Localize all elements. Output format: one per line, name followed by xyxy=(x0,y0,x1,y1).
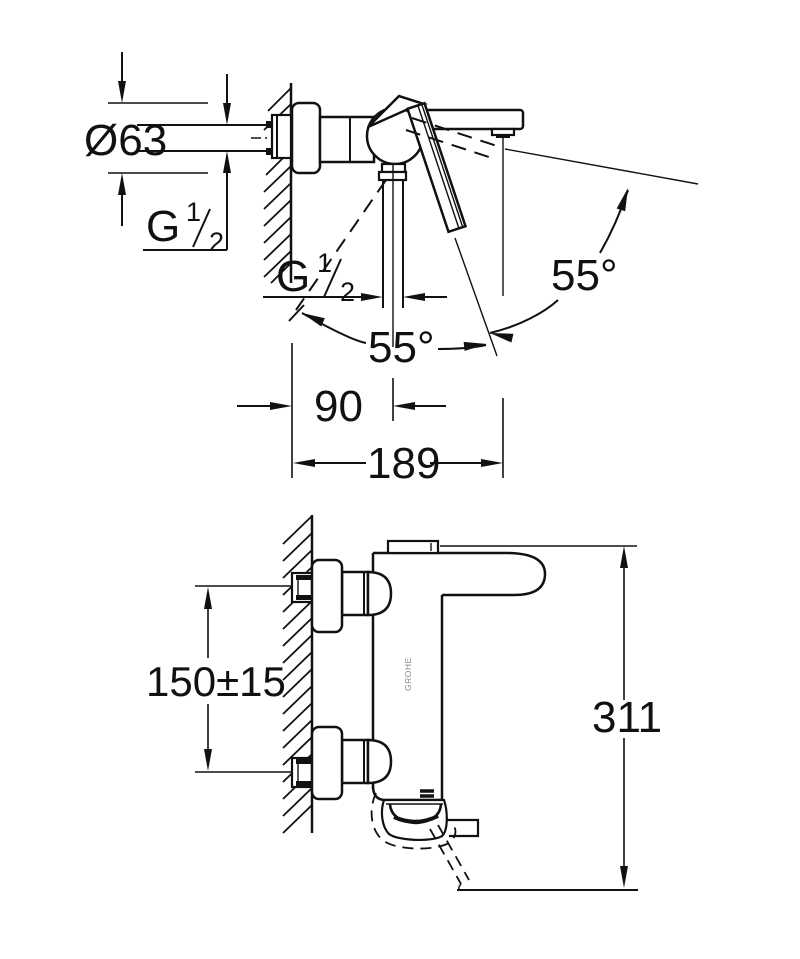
dim-angle-spout: 55° xyxy=(489,188,629,343)
wall-thread-letter: G xyxy=(146,202,180,251)
dim-inlet-centers: 150±15 xyxy=(146,587,286,771)
front-view: 311 150±15 GROHE xyxy=(146,515,662,891)
outlet-thread-letter: G xyxy=(276,252,310,301)
angle-hose-label: 55° xyxy=(368,323,435,372)
dim-escutcheon-diameter: Ø63 xyxy=(84,52,208,226)
outlet-thread-denominator: 2 xyxy=(340,277,355,307)
spout-swivel-position xyxy=(405,117,699,185)
dim-angle-hose: 55° xyxy=(288,304,487,372)
angle-spout-label: 55° xyxy=(551,251,618,300)
wall-nut-side xyxy=(266,113,293,160)
wall-hatching-front xyxy=(282,515,313,834)
mixer-front-profile xyxy=(290,539,547,891)
stream-dashed xyxy=(429,828,462,885)
dim-wall-thread: G 1 2 xyxy=(143,74,231,257)
hose-direction-dashed xyxy=(295,179,387,311)
outlet-tab xyxy=(446,818,480,838)
upper-s-union xyxy=(290,558,393,634)
lever-axis-line xyxy=(454,237,498,357)
brand-mark: GROHE xyxy=(403,657,413,691)
dim-outlet-depth: 90 xyxy=(237,343,446,478)
wall-thread-denominator: 2 xyxy=(209,227,224,257)
dim-total-height: 311 xyxy=(592,546,662,888)
lever-handle-front xyxy=(386,539,440,555)
total-depth-label: 189 xyxy=(367,439,440,488)
total-height-label: 311 xyxy=(592,693,662,742)
dim-outlet-thread: G 1 2 xyxy=(263,248,447,307)
body-side xyxy=(318,115,376,164)
wall-thread-numerator: 1 xyxy=(186,197,201,227)
spout-swivel-dashed xyxy=(370,792,457,850)
lower-s-union xyxy=(290,725,393,801)
side-view: Ø63 G 1 2 xyxy=(84,52,699,488)
lever-handle-side xyxy=(405,101,468,234)
outlet-depth-label: 90 xyxy=(314,382,363,431)
mixer-side-profile xyxy=(290,94,525,347)
aerator-side xyxy=(490,127,516,137)
upper-escutcheon xyxy=(310,558,344,634)
dim-escutcheon-diameter-label: Ø63 xyxy=(84,116,167,165)
dim-total-depth: 189 xyxy=(293,398,504,488)
outlet-thread-numerator: 1 xyxy=(317,248,332,278)
lower-escutcheon xyxy=(310,725,344,801)
inlet-center-distance-label: 150±15 xyxy=(146,658,286,705)
escutcheon-side xyxy=(290,101,322,175)
